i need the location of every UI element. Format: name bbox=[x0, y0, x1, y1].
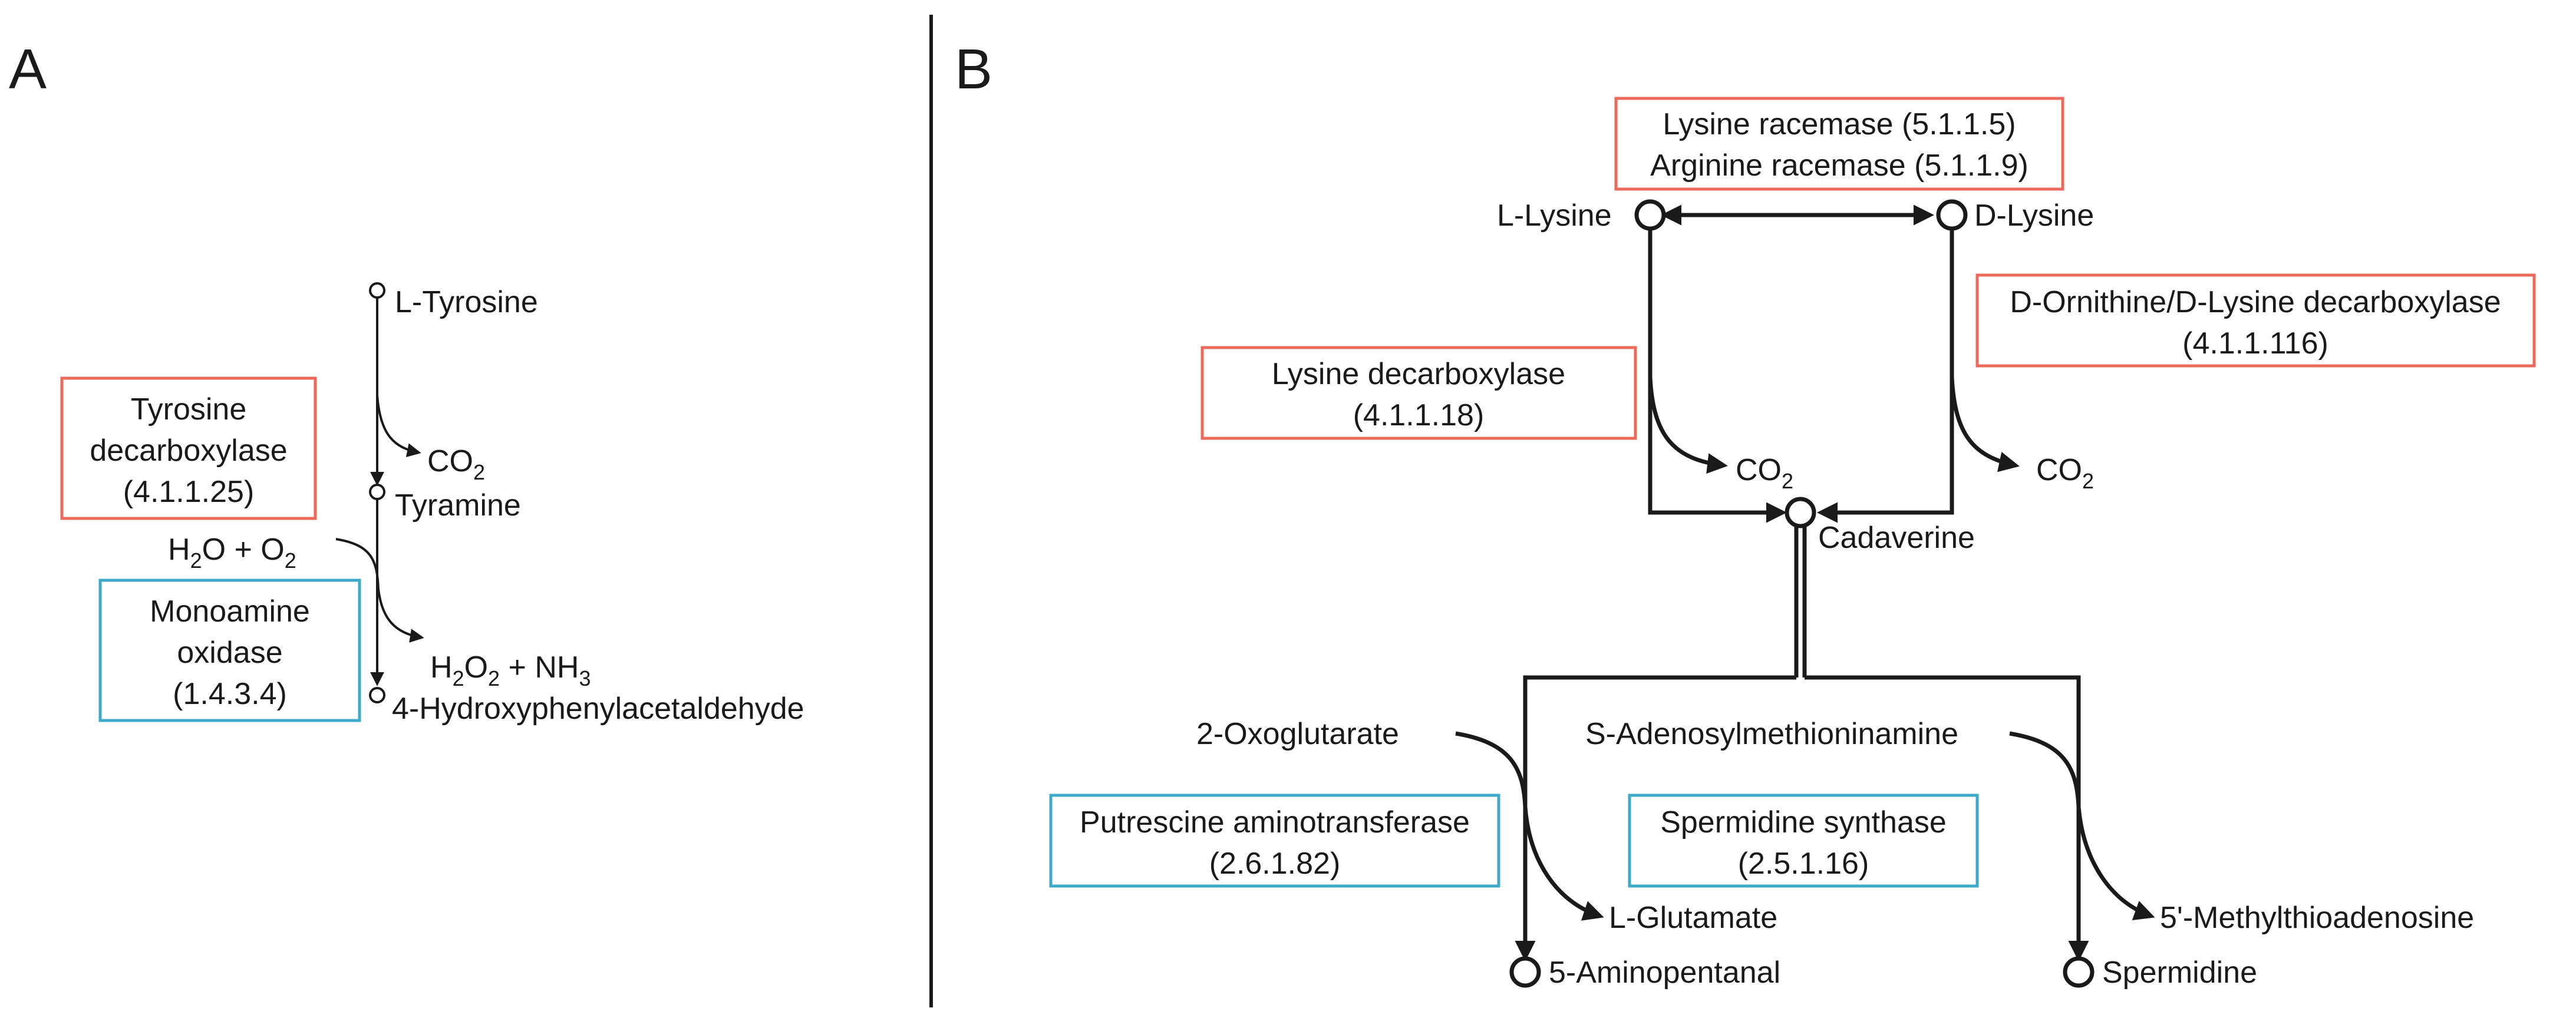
svg-text:Monoamine: Monoamine bbox=[150, 594, 310, 629]
label-aminopentanal: 5-Aminopentanal bbox=[1549, 956, 1780, 990]
label-co2-left: CO2 bbox=[1736, 453, 1793, 493]
label-co2-right: CO2 bbox=[2036, 453, 2094, 493]
enzyme-box-lysine-decarboxylase: Lysine decarboxylase (4.1.1.18) bbox=[1200, 346, 1637, 440]
node-d-lysine bbox=[1936, 199, 1968, 231]
svg-text:oxidase: oxidase bbox=[177, 636, 282, 670]
panel-b-label: B bbox=[955, 38, 992, 101]
svg-text:Spermidine synthase: Spermidine synthase bbox=[1660, 805, 1947, 839]
svg-text:decarboxylase: decarboxylase bbox=[90, 434, 287, 468]
enzyme-box-putrescine-aminotransferase: Putrescine aminotransferase (2.6.1.82) bbox=[1049, 794, 1500, 888]
svg-text:(2.5.1.16): (2.5.1.16) bbox=[1738, 847, 1869, 881]
label-mta: 5'-Methylthioadenosine bbox=[2160, 901, 2474, 935]
svg-text:(4.1.1.116): (4.1.1.116) bbox=[2182, 326, 2328, 361]
panel-a: L-Tyrosine CO2 Tyramine H2O + O2 H2O2 + … bbox=[60, 282, 804, 726]
svg-text:Tyrosine: Tyrosine bbox=[131, 392, 247, 427]
co2-release-arrow bbox=[376, 394, 421, 457]
oxidation-curve-arrow bbox=[335, 538, 424, 643]
svg-text:(4.1.1.25): (4.1.1.25) bbox=[123, 475, 255, 509]
panel-a-label: A bbox=[9, 38, 47, 101]
label-spermidine: Spermidine bbox=[2102, 956, 2257, 990]
svg-text:D-Ornithine/D-Lysine decarboxy: D-Ornithine/D-Lysine decarboxylase bbox=[2010, 285, 2501, 319]
node-l-lysine bbox=[1634, 199, 1666, 231]
label-h2o2-nh3: H2O2 + NH3 bbox=[430, 650, 591, 690]
svg-text:(4.1.1.18): (4.1.1.18) bbox=[1353, 398, 1485, 432]
panel-b: Lysine racemase (5.1.1.5) Arginine racem… bbox=[1049, 97, 2536, 990]
label-h2o-o2: H2O + O2 bbox=[168, 533, 296, 573]
label-oxoglutarate: 2-Oxoglutarate bbox=[1196, 717, 1399, 751]
label-tyramine: Tyramine bbox=[395, 488, 521, 523]
enzyme-box-spermidine-synthase: Spermidine synthase (2.5.1.16) bbox=[1628, 794, 1979, 888]
node-spermidine bbox=[2063, 956, 2095, 988]
enzyme-box-racemase: Lysine racemase (5.1.1.5) Arginine racem… bbox=[1614, 97, 2064, 191]
node-l-tyrosine bbox=[369, 282, 385, 299]
svg-text:(2.6.1.82): (2.6.1.82) bbox=[1209, 847, 1341, 881]
oxoglutarate-to-glutamate-arrow bbox=[1455, 731, 1604, 921]
svg-text:Lysine racemase (5.1.1.5): Lysine racemase (5.1.1.5) bbox=[1663, 107, 2016, 141]
branch-to-spermidine-line bbox=[1805, 675, 2089, 961]
label-l-glutamate: L-Glutamate bbox=[1609, 901, 1777, 935]
node-aminopentanal bbox=[1509, 956, 1541, 988]
svg-text:Putrescine aminotransferase: Putrescine aminotransferase bbox=[1080, 805, 1470, 839]
label-l-tyrosine: L-Tyrosine bbox=[395, 285, 538, 319]
label-d-lysine: D-Lysine bbox=[1974, 199, 2094, 233]
label-cadaverine: Cadaverine bbox=[1818, 521, 1975, 555]
d-lysine-to-cadaverine-line bbox=[1817, 229, 1954, 523]
label-samine: S-Adenosylmethioninamine bbox=[1585, 717, 1958, 751]
node-tyramine bbox=[369, 484, 385, 500]
svg-text:Lysine decarboxylase: Lysine decarboxylase bbox=[1272, 357, 1565, 391]
branch-to-aminopentanal-line bbox=[1515, 675, 1796, 961]
enzyme-box-tyrosine-decarboxylase: Tyrosine decarboxylase (4.1.1.25) bbox=[60, 376, 317, 520]
enzyme-box-dodc: D-Ornithine/D-Lysine decarboxylase (4.1.… bbox=[1975, 273, 2536, 368]
l-lysine-to-cadaverine-line bbox=[1648, 229, 1787, 523]
label-hpaa: 4-Hydroxyphenylacetaldehyde bbox=[392, 692, 804, 726]
svg-text:Arginine racemase (5.1.1.9): Arginine racemase (5.1.1.9) bbox=[1650, 148, 2029, 183]
enzyme-box-monoamine-oxidase: Monoamine oxidase (1.4.3.4) bbox=[98, 579, 361, 722]
svg-text:(1.4.3.4): (1.4.3.4) bbox=[173, 677, 287, 711]
node-cadaverine bbox=[1785, 497, 1816, 528]
label-co2-a: CO2 bbox=[427, 444, 485, 484]
co2-release-left-arrow bbox=[1648, 376, 1728, 474]
co2-release-right-arrow bbox=[1950, 376, 2020, 472]
label-l-lysine: L-Lysine bbox=[1497, 199, 1612, 233]
node-hpaa bbox=[369, 687, 385, 703]
samine-to-mta-arrow bbox=[2009, 731, 2155, 921]
